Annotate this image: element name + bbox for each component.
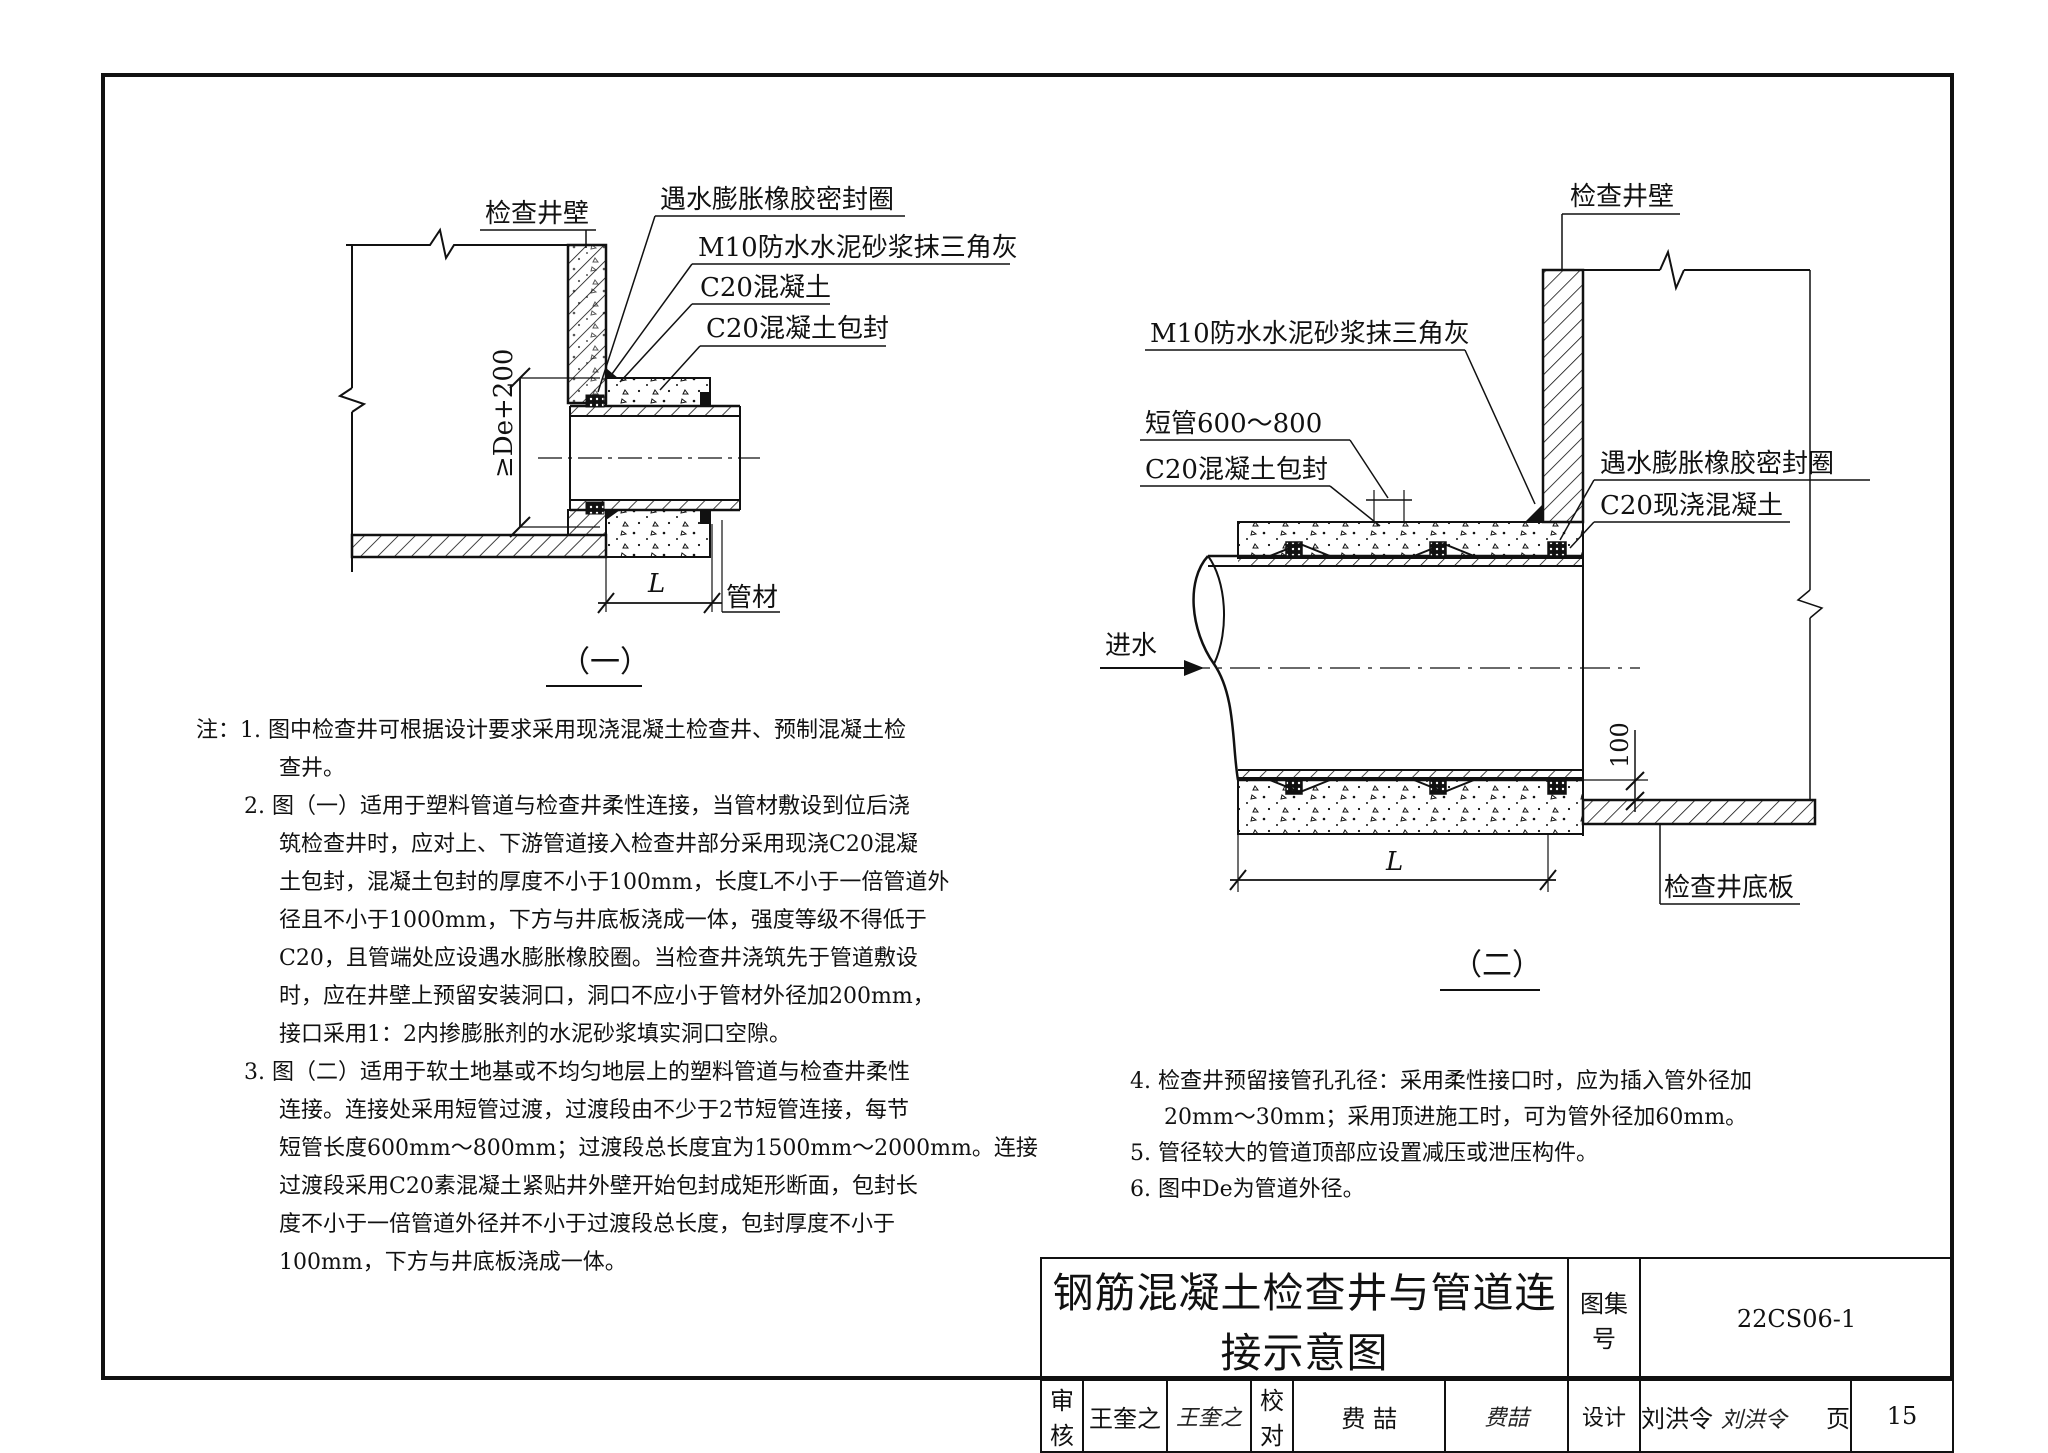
note-line: C20，且管端处应设遇水膨胀橡胶圈。当检查井浇筑先于管道敷设 <box>279 946 918 971</box>
atlas-number: 22CS06-1 <box>1639 1257 1954 1381</box>
notes-left: 注：1. 图中检查井可根据设计要求采用现浇混凝土检查井、预制混凝土检 查井。 2… <box>196 712 1038 1282</box>
note-line: 查井。 <box>279 756 346 781</box>
note-line: 过渡段采用C20素混凝土紧贴井外壁开始包封成矩形断面，包封长 <box>279 1174 918 1199</box>
d2-floor-label: 检查井底板 <box>1664 873 1794 903</box>
note-line: 20mm～30mm；采用顶进施工时，可为管外径加60mm。 <box>1164 1105 1748 1130</box>
d2-label-castinplace: C20现浇混凝土 <box>1600 491 1783 521</box>
note-line: 连接。连接处采用短管过渡，过渡段由不少于2节短管连接，每节 <box>279 1098 909 1123</box>
drawing-title: 钢筋混凝土检查井与管道连接示意图 <box>1039 1257 1570 1381</box>
review-label: 审核 <box>1040 1379 1084 1453</box>
d1-dim-L: L <box>647 569 665 599</box>
title-block: 钢筋混凝土检查井与管道连接示意图 图集号 22CS06-1 审核 王奎之 王奎之… <box>1039 1257 1954 1453</box>
d1-wall-label: 检查井壁 <box>485 199 589 229</box>
d1-caption: （一） <box>560 645 650 680</box>
diagram-1: ≥De+200 L 管材 检查井壁 遇水膨胀橡胶密封圈 M10防水水泥砂浆抹三角… <box>337 185 1018 687</box>
notes-right: 4. 检查井预留接管孔孔径：采用柔性接口时，应为插入管外径加 20mm～30mm… <box>1130 1064 1752 1208</box>
note-line: 5. 管径较大的管道顶部应设置减压或泄压构件。 <box>1130 1141 1598 1166</box>
atlas-label: 图集号 <box>1567 1257 1642 1381</box>
drawing-frame <box>101 73 1954 1380</box>
reviewer-signature: 王奎之 <box>1166 1379 1251 1453</box>
note-line: 2. 图（一）适用于塑料管道与检查井柔性连接，当管材敷设到位后浇 <box>244 794 910 819</box>
note-line: 度不小于一倍管道外径并不小于过渡段总长度，包封厚度不小于 <box>279 1212 896 1237</box>
d2-dim-100: 100 <box>1606 722 1634 768</box>
page-number: 15 <box>1850 1379 1954 1453</box>
page-label: 页 <box>1825 1404 1850 1433</box>
d1-dim-vertical: ≥De+200 <box>489 349 519 478</box>
note-line: 100mm，下方与井底板浇成一体。 <box>279 1250 627 1275</box>
designer-signature: 刘洪令 <box>1720 1407 1787 1433</box>
note-line: 径且不小于1000mm，下方与井底板浇成一体，强度等级不得低于 <box>279 908 927 933</box>
designer-name: 刘洪令 <box>1641 1404 1714 1433</box>
designer-cell: 刘洪令 刘洪令 页 <box>1639 1379 1852 1453</box>
d2-label-shortpipe: 短管600～800 <box>1145 409 1322 439</box>
checker-name: 费 喆 <box>1291 1379 1447 1453</box>
designer-cell: 设计 <box>1567 1379 1642 1453</box>
design-label: 设计 <box>1582 1406 1627 1431</box>
note-line: 注：1. 图中检查井可根据设计要求采用现浇混凝土检查井、预制混凝土检 <box>196 718 906 743</box>
check-label: 校对 <box>1250 1379 1294 1453</box>
reviewer-name: 王奎之 <box>1082 1379 1168 1453</box>
note-line: 时，应在井壁上预留安装洞口，洞口不应小于管材外径加200mm， <box>279 984 935 1009</box>
note-line: 3. 图（二）适用于软土地基或不均匀地层上的塑料管道与检查井柔性 <box>244 1060 910 1085</box>
note-line: 筑检查井时，应对上、下游管道接入检查井部分采用现浇C20混凝 <box>279 832 918 857</box>
d2-wall-label: 检查井壁 <box>1570 182 1674 212</box>
note-line: 土包封，混凝土包封的厚度不小于100mm，长度L不小于一倍管道外 <box>279 870 950 895</box>
d2-inflow-label: 进水 <box>1105 631 1157 661</box>
note-line: 短管长度600mm～800mm；过渡段总长度宜为1500mm～2000mm。连接 <box>279 1136 1038 1161</box>
d1-label-encase: C20混凝土包封 <box>706 314 889 344</box>
d2-label-grout: M10防水水泥砂浆抹三角灰 <box>1150 319 1470 349</box>
d2-label-seal: 遇水膨胀橡胶密封圈 <box>1600 449 1834 479</box>
d1-pipe-label: 管材 <box>726 583 778 613</box>
checker-signature: 费喆 <box>1444 1379 1570 1453</box>
d2-caption: （二） <box>1452 948 1542 983</box>
d1-label-c20: C20混凝土 <box>700 273 831 303</box>
note-line: 4. 检查井预留接管孔孔径：采用柔性接口时，应为插入管外径加 <box>1130 1069 1752 1094</box>
d2-dim-L: L <box>1385 847 1403 877</box>
d2-label-encase: C20混凝土包封 <box>1145 455 1328 485</box>
diagram-2: 进水 100 L 检查井底板 检查井壁 M10防水水泥砂浆抹三角灰 短管600～… <box>1100 182 1870 991</box>
note-line: 6. 图中De为管道外径。 <box>1130 1177 1365 1202</box>
d1-label-grout: M10防水水泥砂浆抹三角灰 <box>698 233 1018 263</box>
d1-label-seal: 遇水膨胀橡胶密封圈 <box>660 185 894 215</box>
note-line: 接口采用1：2内掺膨胀剂的水泥砂浆填实洞口空隙。 <box>279 1022 791 1047</box>
